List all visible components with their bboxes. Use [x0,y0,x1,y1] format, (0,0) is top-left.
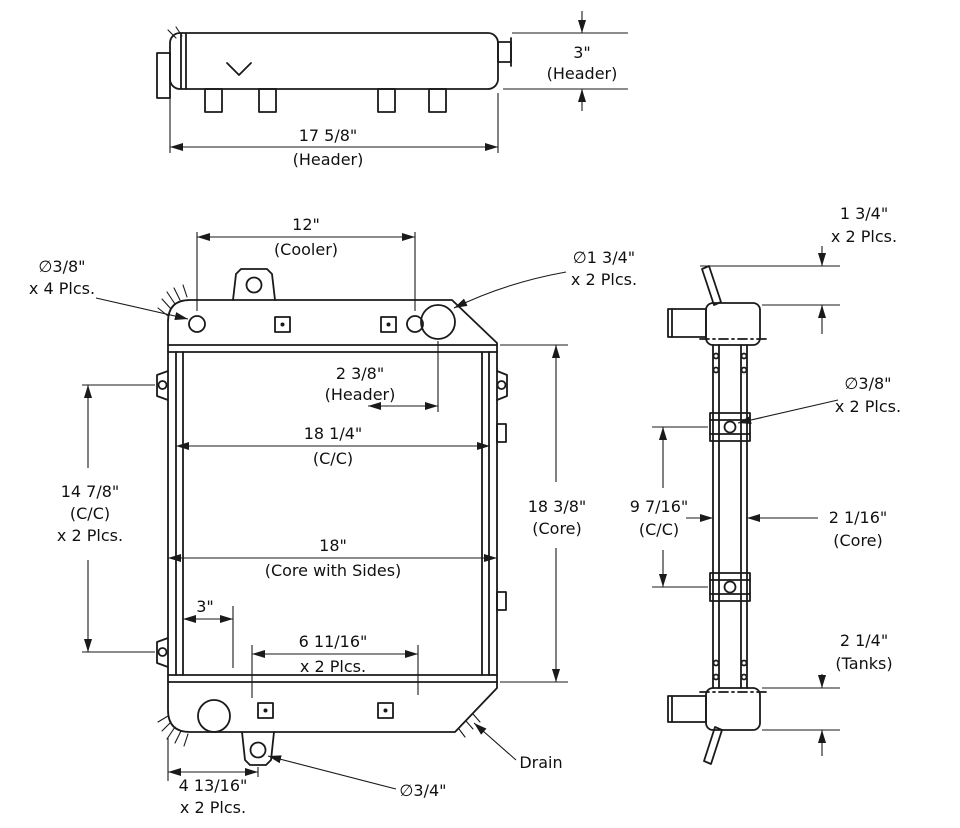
dim-core-height-value: 18 3/8" [528,497,587,516]
dim-core-width-label: (Core with Sides) [265,561,402,580]
dim-side-tanks-value: 2 1/4" [840,631,888,650]
top-view-dimensions: 3" (Header) 17 5/8" (Header) [169,11,628,169]
dim-cooler-label: (Cooler) [274,240,338,259]
dim-core-height-label: (Core) [532,519,582,538]
dim-side-cc-label: (C/C) [639,520,679,539]
dim-header-offset-value: 2 3/8" [336,364,384,383]
side-bracket-hole [723,420,737,434]
dim-header-height-label: (Header) [547,64,618,83]
dim-cc-width-label: (C/C) [313,449,353,468]
drain-label: Drain [519,753,562,772]
dim-cc-height-label: (C/C) [70,504,110,523]
bracket-hole [249,741,267,759]
dim-mount-holes-label: x 4 Plcs. [29,279,95,298]
dim-drain-dia-value: ∅3/4" [399,781,446,800]
dim-cc-height-value: 14 7/8" [61,482,120,501]
inlet-hole [420,304,456,340]
dim-core-width-value: 18" [319,536,347,555]
dim-offset3-value: 3" [196,597,214,616]
dim-header-width-value: 17 5/8" [299,126,358,145]
top-view-outline [156,26,512,113]
front-view-dimensions: 12" (Cooler) ∅3/8" x 4 Plcs. ∅1 3/4" x 2… [29,215,637,817]
dim-side-top-label: x 2 Plcs. [831,227,897,246]
front-view-outline [156,268,508,766]
dim-bottom-offset-value: 4 13/16" [179,776,248,795]
dim-side-top-value: 1 3/4" [840,204,888,223]
dim-cooler-value: 12" [292,215,320,234]
dim-bottom-holes-label: x 2 Plcs. [300,657,366,676]
dim-bottom-offset-label: x 2 Plcs. [180,798,246,817]
dim-side-cc-value: 9 7/16" [630,497,689,516]
dim-header-height-value: 3" [573,43,591,62]
side-view-dimensions: 1 3/4" x 2 Plcs. ∅3/8" x 2 Plcs. 9 7/16"… [630,204,901,756]
dim-side-core-value: 2 1/16" [829,508,888,527]
dim-header-width-label: (Header) [293,150,364,169]
dim-mount-holes-value: ∅3/8" [38,257,85,276]
dim-side-tanks-label: (Tanks) [835,654,892,673]
dim-side-holes-label: x 2 Plcs. [835,397,901,416]
dim-cc-height-label2: x 2 Plcs. [57,526,123,545]
dim-side-holes-value: ∅3/8" [844,374,891,393]
dim-bottom-holes-value: 6 11/16" [299,632,368,651]
dim-header-offset-label: (Header) [325,385,396,404]
dim-inlet-label: x 2 Plcs. [571,270,637,289]
dim-side-core-label: (Core) [833,531,883,550]
dim-inlet-value: ∅1 3/4" [573,248,635,267]
dim-cc-width-value: 18 1/4" [304,424,363,443]
